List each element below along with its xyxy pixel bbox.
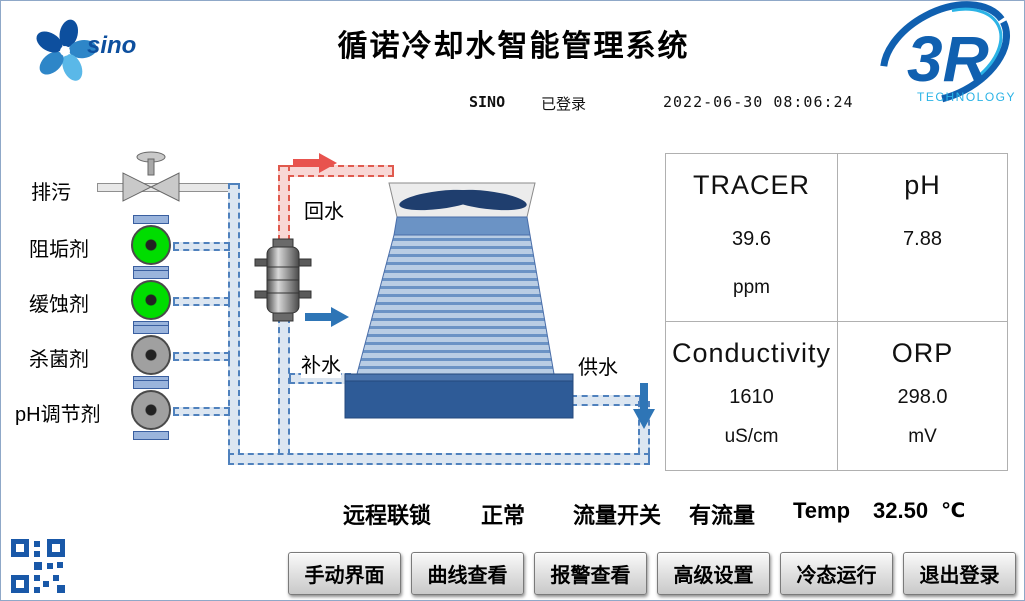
temp-value: 32.50 [873, 498, 929, 523]
3r-sub: TECHNOLOGY [917, 90, 1016, 104]
label-supply-water: 供水 [578, 357, 618, 379]
login-status: 已登录 [541, 96, 587, 113]
orp-unit: mV [908, 426, 937, 447]
filter-vessel [254, 238, 312, 322]
pump1-line [173, 242, 230, 251]
return-flow-arrow [293, 153, 337, 173]
temp-unit: ℃ [941, 500, 966, 522]
ph-value: 7.88 [903, 227, 942, 250]
cooling-tower [344, 182, 574, 419]
3r-mark: 3R [907, 23, 989, 95]
label-blowdown: 排污 [31, 182, 71, 204]
pump-flange-top [133, 270, 169, 279]
blowdown-valve [122, 151, 180, 202]
pump-flange-top [133, 325, 169, 334]
pump-body [131, 390, 171, 430]
label-makeup-water: 补水 [301, 349, 341, 378]
supply-pipe-stub [571, 395, 641, 406]
3r-technology-logo: 3R TECHNOLOGY [879, 1, 1016, 105]
orp-cell: ORP 298.0 mV [838, 322, 1007, 470]
curve-view-button[interactable]: 曲线查看 [411, 552, 524, 595]
pump-body [131, 225, 171, 265]
tower-basin [344, 380, 574, 419]
makeup-flow-arrow [305, 307, 349, 327]
ph-cell: pH 7.88 [838, 154, 1007, 322]
ph-label: pH [904, 170, 941, 200]
pump-flange-top [133, 380, 169, 389]
conductivity-unit: uS/cm [724, 426, 779, 447]
manual-screen-button[interactable]: 手动界面 [288, 552, 401, 595]
flow-switch-label: 流量开关 [573, 503, 662, 528]
tracer-label: TRACER [692, 170, 810, 200]
logout-button[interactable]: 退出登录 [903, 552, 1016, 595]
biocide-pump[interactable] [129, 325, 173, 385]
orp-label: ORP [891, 338, 954, 368]
qr-code [9, 537, 67, 595]
fan-blade-icon [447, 189, 527, 211]
dosing-header-pipe [228, 183, 240, 465]
label-ph-adjuster: pH调节剂 [15, 404, 101, 426]
tracer-value: 39.6 [732, 227, 771, 250]
flow-switch-value: 有流量 [689, 503, 756, 528]
pump-body [131, 280, 171, 320]
label-scale-inhibitor: 阻垢剂 [29, 239, 89, 261]
tower-fill-section [356, 234, 555, 375]
filter-outlet-pipe [278, 317, 290, 465]
conductivity-label: Conductivity [671, 338, 832, 368]
pump-body [131, 335, 171, 375]
bottom-loop-pipe [228, 453, 650, 465]
sino-wordmark: sino [87, 32, 136, 59]
ph-adjuster-pump[interactable] [129, 380, 173, 440]
interlock-label: 远程联锁 [343, 503, 432, 528]
pump4-line [173, 407, 230, 416]
label-return-water: 回水 [304, 201, 344, 223]
tracer-unit: ppm [733, 277, 770, 298]
orp-value: 298.0 [897, 386, 948, 408]
logged-user: SINO [469, 93, 506, 111]
label-corrosion-inhibitor: 缓蚀剂 [29, 294, 89, 316]
conductivity-cell: Conductivity 1610 uS/cm [666, 322, 838, 470]
tracer-cell: TRACER 39.6 ppm [666, 154, 838, 322]
pump-flange-bottom [133, 431, 169, 440]
corrosion-inhibitor-pump[interactable] [129, 270, 173, 330]
scale-inhibitor-pump[interactable] [129, 215, 173, 275]
datetime: 2022-06-30 08:06:24 [663, 93, 854, 111]
cold-run-button[interactable]: 冷态运行 [780, 552, 893, 595]
supply-flow-arrow [633, 383, 655, 429]
pump3-line [173, 352, 230, 361]
advanced-settings-button[interactable]: 高级设置 [657, 552, 770, 595]
measurement-panel: TRACER 39.6 ppm pH 7.88 Conductivity 161… [665, 153, 1008, 471]
page-title: 循诺冷却水智能管理系统 [337, 30, 690, 63]
conductivity-value: 1610 [729, 386, 774, 408]
pump-flange-top [133, 215, 169, 224]
alarm-view-button[interactable]: 报警查看 [534, 552, 647, 595]
pump2-line [173, 297, 230, 306]
sino-logo: sino [36, 19, 136, 81]
label-biocide: 杀菌剂 [29, 349, 89, 371]
temp-label: Temp [793, 498, 851, 523]
interlock-value: 正常 [481, 503, 526, 528]
return-pipe-vertical [278, 165, 290, 241]
